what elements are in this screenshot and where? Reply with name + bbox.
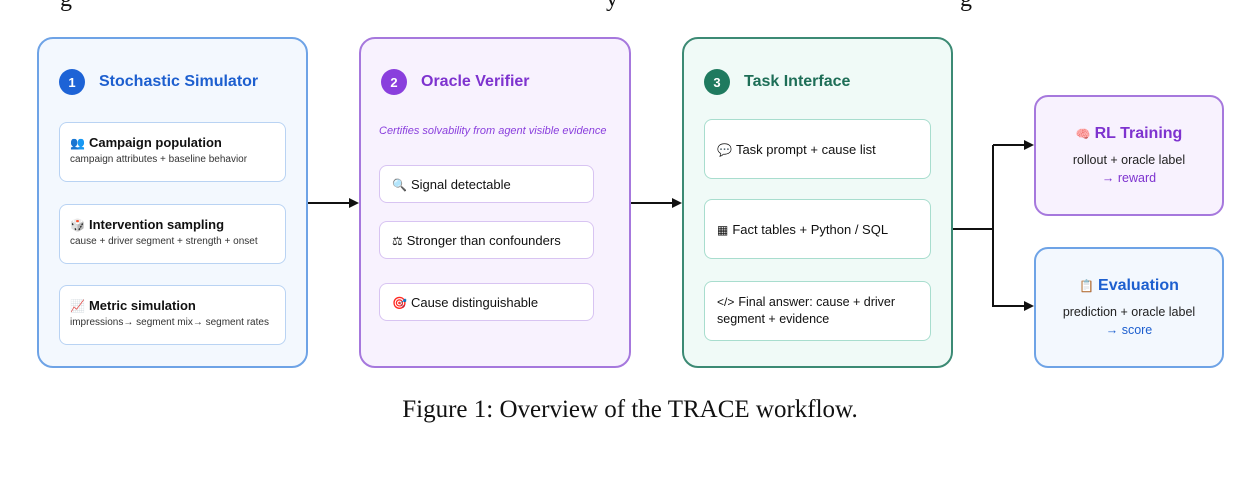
task-interface-panel: 3 Task Interface 💬Task prompt + cause li… bbox=[682, 37, 953, 368]
output-title: Evaluation bbox=[1098, 277, 1179, 294]
cropped-text-fragment: g bbox=[960, 0, 972, 13]
card-description: impressions→ segment mix→ segment rates bbox=[70, 317, 269, 328]
card-description: campaign attributes + baseline behavior bbox=[70, 154, 248, 165]
card-label: Stronger than confounders bbox=[406, 232, 561, 248]
clipboard-icon: 📋 bbox=[1079, 279, 1095, 293]
cropped-text-strip: g y g bbox=[0, 0, 1260, 18]
table-icon: ▦ bbox=[717, 222, 729, 237]
fact-tables-card: ▦Fact tables + Python / SQL bbox=[704, 199, 931, 259]
panel-header: 3 Task Interface bbox=[704, 69, 850, 95]
metric-simulation-card: 📈Metric simulation impressions→ segment … bbox=[59, 285, 286, 345]
cause-distinguishable-card: 🎯Cause distinguishable bbox=[379, 283, 594, 321]
figure-caption: Figure 1: Overview of the TRACE workflow… bbox=[402, 396, 858, 423]
dice-icon: 🎲 bbox=[70, 218, 85, 232]
output-description: rollout + oracle label bbox=[1072, 153, 1186, 167]
panel-title: Oracle Verifier bbox=[421, 73, 530, 90]
card-label: Fact tables + Python / SQL bbox=[732, 221, 889, 237]
step-badge: 3 bbox=[704, 69, 730, 95]
final-answer-card: </>Final answer: cause + driver segment … bbox=[704, 281, 931, 341]
output-description: prediction + oracle label bbox=[1062, 305, 1196, 319]
rl-training-box: 🧠RL Training rollout + oracle label → re… bbox=[1034, 95, 1224, 216]
card-label: Final answer: cause + driver segment + e… bbox=[717, 295, 896, 326]
chart-icon: 📈 bbox=[70, 299, 85, 313]
signal-detectable-card: 🔍Signal detectable bbox=[379, 165, 594, 203]
panel-title: Stochastic Simulator bbox=[99, 73, 259, 90]
panel-subtitle: Certifies solvability from agent visible… bbox=[379, 125, 607, 137]
people-icon: 👥 bbox=[70, 136, 85, 150]
speech-bubble-icon: 💬 bbox=[717, 142, 732, 157]
panel-header: 1 Stochastic Simulator bbox=[59, 69, 258, 95]
intervention-sampling-card: 🎲Intervention sampling cause + driver se… bbox=[59, 204, 286, 264]
card-title: Intervention sampling bbox=[88, 217, 225, 232]
card-label: Signal detectable bbox=[410, 176, 511, 192]
output-title: RL Training bbox=[1094, 125, 1183, 142]
cropped-text-fragment: y bbox=[606, 0, 618, 13]
arrow-to-evaluation bbox=[992, 229, 1034, 311]
panel-header: 2 Oracle Verifier bbox=[381, 69, 530, 95]
step-badge: 1 bbox=[59, 69, 85, 95]
oracle-verifier-panel: 2 Oracle Verifier Certifies solvability … bbox=[359, 37, 631, 368]
scales-icon: ⚖ bbox=[392, 233, 403, 248]
stronger-than-confounders-card: ⚖Stronger than confounders bbox=[379, 221, 594, 259]
cropped-text-fragment: g bbox=[60, 0, 72, 13]
output-result: → reward bbox=[1101, 171, 1157, 185]
step-badge: 2 bbox=[381, 69, 407, 95]
magnifier-icon: 🔍 bbox=[392, 177, 407, 192]
card-label: Task prompt + cause list bbox=[735, 141, 876, 157]
code-icon: </> bbox=[717, 295, 735, 309]
card-title: Metric simulation bbox=[88, 298, 196, 313]
evaluation-box: 📋Evaluation prediction + oracle label → … bbox=[1034, 247, 1224, 368]
campaign-population-card: 👥Campaign population campaign attributes… bbox=[59, 122, 286, 182]
brain-icon: 🧠 bbox=[1075, 127, 1091, 141]
task-prompt-card: 💬Task prompt + cause list bbox=[704, 119, 931, 179]
simulator-panel: 1 Stochastic Simulator 👥Campaign populat… bbox=[37, 37, 308, 368]
card-label: Cause distinguishable bbox=[410, 294, 539, 310]
target-icon: 🎯 bbox=[392, 295, 407, 310]
branch-connector bbox=[953, 145, 994, 230]
output-result: → score bbox=[1105, 323, 1153, 337]
panel-title: Task Interface bbox=[744, 73, 851, 90]
card-title: Campaign population bbox=[88, 135, 222, 150]
card-description: cause + driver segment + strength + onse… bbox=[70, 236, 258, 247]
